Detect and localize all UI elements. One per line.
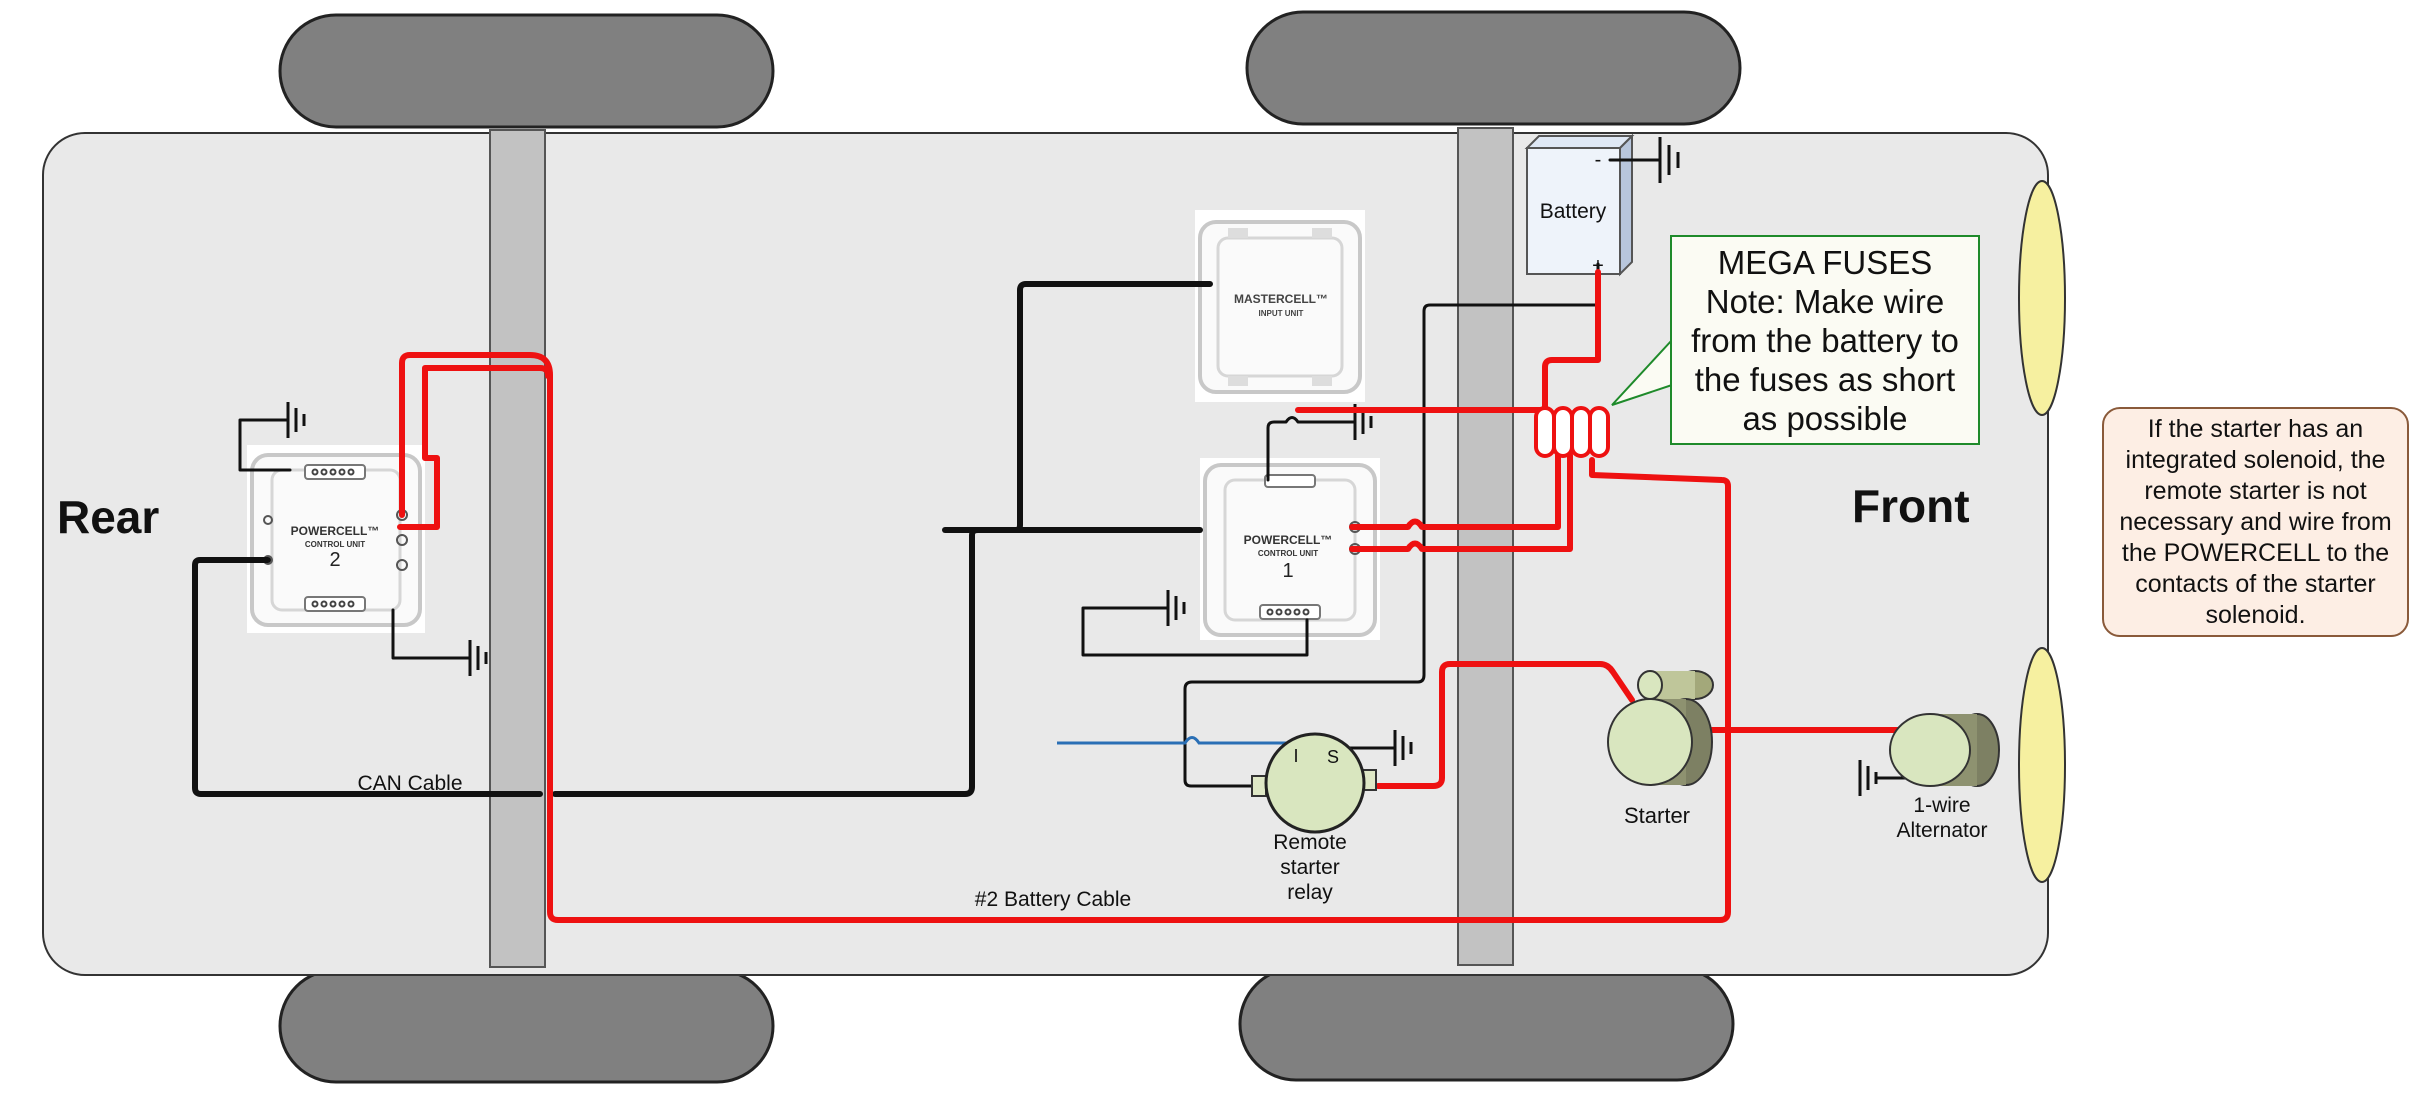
relay-label-line3: relay <box>1287 881 1333 904</box>
mastercell-subtitle: INPUT UNIT <box>1259 309 1304 318</box>
tire-rear-top <box>278 13 775 129</box>
powercell-1-subtitle: CONTROL UNIT <box>1258 549 1318 558</box>
battery-to-fuses-wire <box>1542 269 1601 415</box>
starter-motor: Starter <box>1607 670 1714 828</box>
starter-relay-to-starter-wire <box>1375 661 1635 789</box>
powercell-2-bottom-ground-wire <box>391 608 472 660</box>
powercell-1-name: POWERCELL™ <box>1244 533 1333 547</box>
mastercell-module: MASTERCELL™ INPUT UNIT <box>1195 210 1365 402</box>
ground-icon <box>468 640 488 676</box>
relay-label-line1: Remote <box>1273 831 1347 854</box>
starter-note-line: integrated solenoid, the <box>2125 445 2386 474</box>
red-wires <box>397 269 1901 923</box>
starter-note-line: necessary and wire from <box>2119 507 2392 536</box>
alternator-label-line1: 1-wire <box>1913 794 1970 817</box>
mega-fuses-note: MEGA FUSES Note: Make wire from the batt… <box>1670 235 1980 445</box>
relay-terminal-i: I <box>1293 746 1298 766</box>
battery: Battery - + <box>1524 133 1635 277</box>
mega-fuse <box>1534 406 1556 458</box>
ground-icon <box>1393 730 1413 766</box>
battery-minus-terminal: - <box>1595 149 1602 171</box>
starter-note-line: solenoid. <box>2205 600 2306 629</box>
starter-note-line: the POWERCELL to the <box>2121 538 2390 567</box>
can-cable-label: CAN Cable <box>357 772 462 795</box>
tire-front-top <box>1245 10 1742 126</box>
mega-fuse <box>1552 406 1574 458</box>
fuse-note-line: as possible <box>1742 399 1908 437</box>
alternator-label-line2: Alternator <box>1896 819 1987 842</box>
can-cable <box>192 557 543 797</box>
powercell-1-feed-a <box>1349 452 1561 530</box>
powercell-2-top-ground-wire <box>238 418 292 472</box>
tire-front-bottom <box>1238 966 1735 1082</box>
fuse-note-line: the fuses as short <box>1694 360 1956 398</box>
starter-note-line: If the starter has an <box>2147 414 2364 443</box>
ground-symbols <box>286 137 1906 796</box>
starter-label: Starter <box>1624 803 1690 828</box>
starter-solenoid-note: If the starter has an integrated solenoi… <box>2102 407 2409 637</box>
powercell-1-ground-wire <box>1081 606 1309 657</box>
headlight-top <box>2018 180 2066 416</box>
axle-rear <box>489 129 546 968</box>
front-label: Front <box>1852 480 1970 532</box>
fuse-note-line: from the battery to <box>1691 321 1959 359</box>
battery-label: Battery <box>1540 200 1607 223</box>
powercell-1-number: 1 <box>1282 560 1293 582</box>
tire-rear-bottom <box>278 968 775 1084</box>
powercell-2-subtitle: CONTROL UNIT <box>305 540 365 549</box>
alternator: 1-wire Alternator <box>1889 713 2000 842</box>
powercell-2-number: 2 <box>329 549 340 571</box>
black-wires <box>192 158 1662 797</box>
battery-cable-label: #2 Battery Cable <box>975 888 1131 911</box>
powercell-2-feed-a <box>397 365 551 530</box>
mega-fuse <box>1588 406 1610 458</box>
tires <box>278 10 1742 1084</box>
fuse-note-line: MEGA FUSES <box>1717 243 1933 281</box>
battery-cable-2 <box>399 352 1731 923</box>
starter-note-line: remote starter is not <box>2144 476 2367 505</box>
fuse-note-line: Note: Make wire <box>1705 282 1945 320</box>
mega-fuses <box>1534 406 1610 458</box>
powercell-1-top-ground-wire <box>1266 416 1357 482</box>
ignition-signal-wire <box>1057 736 1290 745</box>
relay-terminal-s: S <box>1327 747 1339 767</box>
powercell-2-name: POWERCELL™ <box>291 524 380 538</box>
powercell-1-feed-b <box>1349 452 1573 552</box>
remote-starter-relay: I S Remote starter relay <box>1251 732 1377 904</box>
ground-icon <box>286 402 306 438</box>
mega-fuse <box>1570 406 1592 458</box>
starter-note-line: contacts of the starter <box>2135 569 2376 598</box>
relay-control-wire <box>1183 262 1600 788</box>
powercell-2-module: POWERCELL™ CONTROL UNIT 2 <box>247 445 425 633</box>
mastercell-name: MASTERCELL™ <box>1234 292 1328 306</box>
relay-label-line2: starter <box>1280 856 1340 879</box>
ground-icon <box>1166 590 1186 626</box>
rear-label: Rear <box>57 491 159 543</box>
headlight-bottom <box>2018 647 2066 883</box>
ground-icon <box>1658 137 1680 183</box>
